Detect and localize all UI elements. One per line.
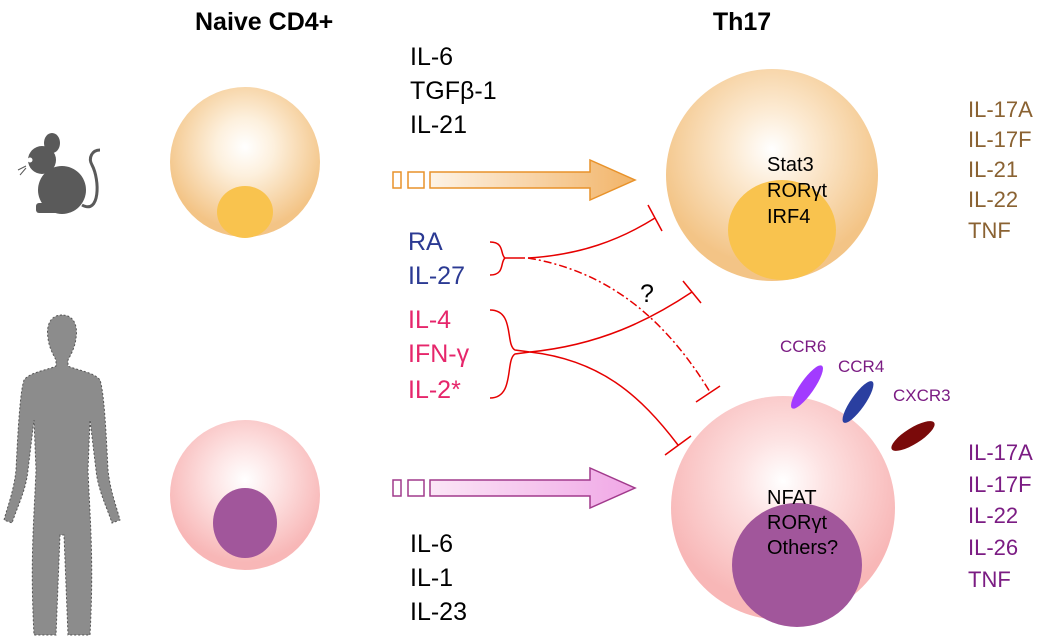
transcription-factor: NFAT <box>767 487 817 509</box>
mouse-cytokine: IL-21 <box>968 157 1018 182</box>
brace-group-2 <box>489 309 531 399</box>
transcription-factor: RORγt <box>767 512 827 534</box>
mouse-inducer-list: IL-6 TGFβ-1 IL-21 <box>410 43 497 139</box>
human-output-cytokines: IL-17A IL-17F IL-22 IL-26 TNF <box>968 440 1033 592</box>
question-mark: ? <box>640 280 654 308</box>
mouse-th17-nucleus <box>728 180 836 280</box>
mouse-inducer: IL-21 <box>410 111 467 139</box>
transcription-factor: IRF4 <box>767 206 810 228</box>
human-inducer: IL-23 <box>410 598 467 626</box>
human-th17-factors: NFAT RORγt Others? <box>767 487 838 559</box>
ccr6-receptor <box>791 365 823 409</box>
transcription-factor: RORγt <box>767 180 827 202</box>
inhibitor-group-2: IL-4 IFN-γ IL-2* <box>408 306 470 404</box>
naive-cd4-header: Naive CD4+ <box>195 8 333 36</box>
receptors: CCR6 CCR4 CXCR3 <box>780 337 951 451</box>
mouse-output-cytokines: IL-17A IL-17F IL-21 IL-22 TNF <box>968 97 1033 243</box>
human-naive-nucleus <box>213 488 277 558</box>
inhibitor-label: IL-4 <box>408 306 451 334</box>
inhibit-bar <box>682 280 702 304</box>
mouse-cytokine: IL-17A <box>968 97 1033 122</box>
human-th17-cell <box>671 396 895 627</box>
inhibitor-label: IL-2* <box>408 376 461 404</box>
mouse-cytokine: TNF <box>968 218 1011 243</box>
human-inducer: IL-6 <box>410 530 453 558</box>
inhibit-human-from-group1-dashed <box>527 257 711 393</box>
mouse-th17-factors: Stat3 RORγt IRF4 <box>767 154 827 228</box>
inhibit-human-from-group2 <box>529 351 679 446</box>
mouse-cytokine: IL-22 <box>968 187 1018 212</box>
ccr4-receptor <box>842 381 874 423</box>
ccr4-label: CCR4 <box>838 357 884 376</box>
inhibit-mouse-from-group1 <box>527 217 656 259</box>
inhibit-bar <box>695 385 721 403</box>
cxcr3-label: CXCR3 <box>893 386 951 405</box>
mouse-cytokine: IL-17F <box>968 127 1032 152</box>
human-differentiation-arrow <box>392 466 637 510</box>
brace-group-1 <box>489 241 525 276</box>
human-inducer-list: IL-6 IL-1 IL-23 <box>410 530 467 626</box>
human-naive-cell <box>170 420 320 570</box>
human-cytokine: IL-22 <box>968 503 1018 528</box>
mouse-naive-nucleus <box>217 186 273 238</box>
human-cytokine: IL-17A <box>968 440 1033 465</box>
inhibition-lines <box>527 204 721 456</box>
human-cytokine: IL-26 <box>968 535 1018 560</box>
transcription-factor: Stat3 <box>767 154 814 176</box>
mouse-icon <box>17 133 101 214</box>
inhibitor-label: IFN-γ <box>408 340 470 368</box>
mouse-inducer: TGFβ-1 <box>410 77 497 105</box>
transcription-factor: Others? <box>767 537 838 559</box>
inhibitor-label: IL-27 <box>408 262 465 290</box>
mouse-naive-cell <box>170 87 320 238</box>
human-th17-nucleus <box>732 503 862 627</box>
inhibit-mouse-from-group2 <box>529 291 693 353</box>
human-icon <box>3 314 121 636</box>
mouse-inducer: IL-6 <box>410 43 453 71</box>
human-inducer: IL-1 <box>410 564 453 592</box>
human-cytokine: IL-17F <box>968 472 1032 497</box>
inhibit-bar <box>647 204 663 232</box>
inhibit-bar <box>664 435 692 456</box>
cxcr3-receptor <box>891 421 935 451</box>
inhibitor-label: RA <box>408 228 443 256</box>
mouse-differentiation-arrow <box>392 158 637 202</box>
ccr6-label: CCR6 <box>780 337 826 356</box>
th17-header: Th17 <box>713 8 771 36</box>
human-cytokine: TNF <box>968 567 1011 592</box>
inhibitor-group-1: RA IL-27 <box>408 228 465 290</box>
mouse-th17-cell <box>666 69 878 281</box>
